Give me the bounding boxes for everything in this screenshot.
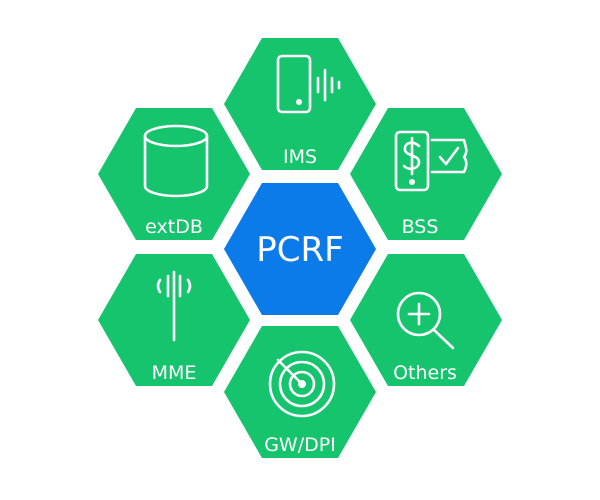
node-mme: MME	[98, 254, 250, 386]
billing-payment-icon	[394, 130, 468, 192]
antenna-icon	[156, 270, 192, 342]
node-extdb-hex	[98, 108, 250, 240]
radar-icon	[268, 350, 336, 418]
node-bss: BSS	[350, 108, 502, 240]
center-hex	[224, 183, 376, 315]
node-gwdpi: GW/DPI	[224, 326, 376, 458]
phone-sound-icon	[276, 54, 341, 114]
node-others-hex	[350, 254, 502, 386]
node-gwdpi-label: GW/DPI	[264, 434, 336, 456]
node-others-label: Others	[393, 362, 457, 384]
node-extdb-label: extDB	[145, 216, 203, 238]
node-bss-label: BSS	[402, 216, 439, 238]
center-label: PCRF	[256, 230, 343, 270]
node-extdb: extDB	[98, 108, 250, 240]
node-others: Others	[350, 254, 502, 386]
node-mme-label: MME	[152, 362, 197, 384]
node-gwdpi-hex	[224, 326, 376, 458]
node-ims: IMS	[224, 38, 376, 170]
node-pcrf: PCRF	[224, 183, 376, 315]
zoom-in-icon	[396, 291, 455, 350]
database-icon	[143, 124, 209, 198]
node-ims-label: IMS	[283, 146, 317, 168]
